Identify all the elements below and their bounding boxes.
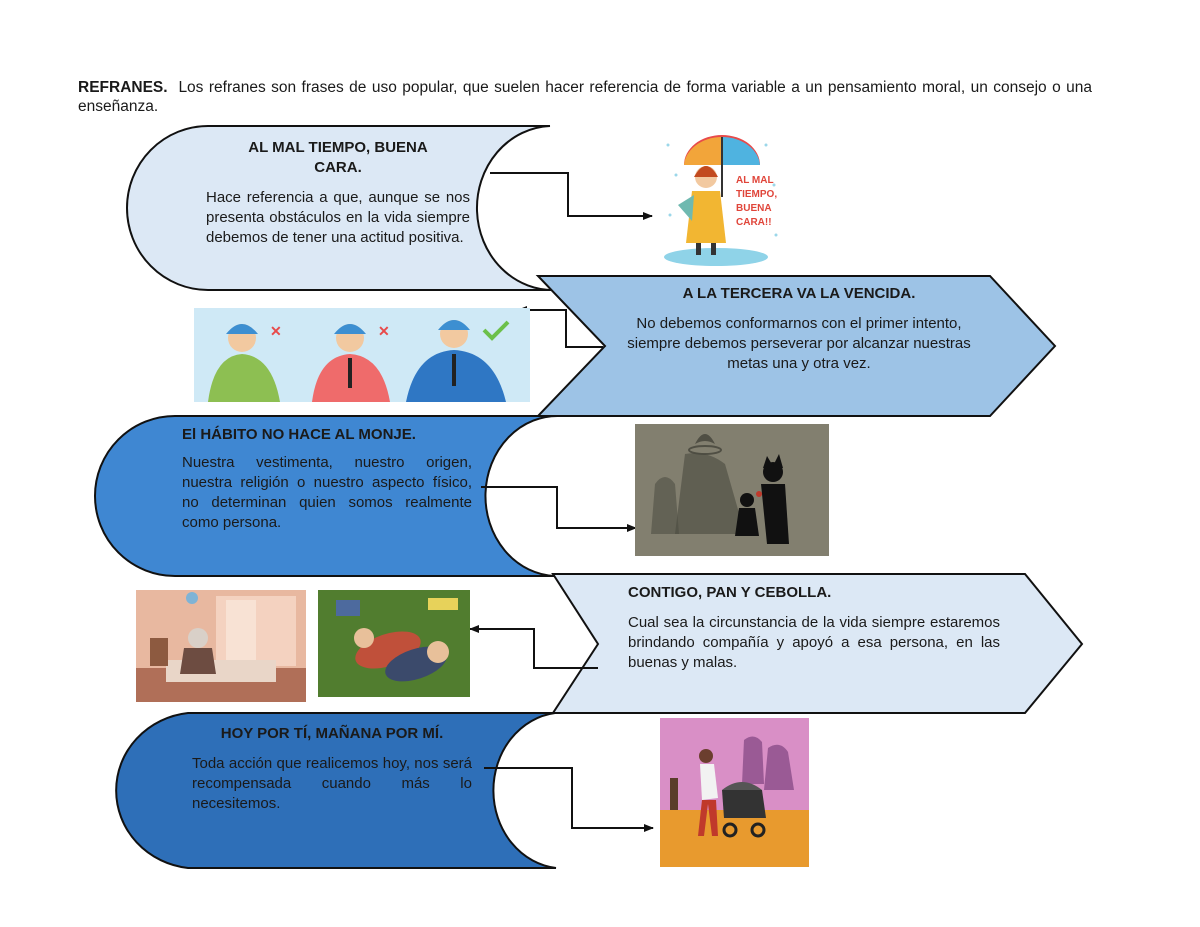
svg-text:TIEMPO,: TIEMPO, [736, 189, 777, 200]
refran-5-shape [115, 712, 557, 869]
refran-3-shape [94, 414, 561, 577]
connector-2 [517, 306, 603, 348]
intro-lead: REFRANES. [78, 79, 168, 96]
refran-5-text: HOY POR TÍ, MAÑANA POR MÍ. Toda acción q… [192, 724, 472, 814]
connector-3 [481, 486, 637, 532]
connector-4 [469, 625, 598, 669]
svg-text:CARA!!: CARA!! [736, 217, 772, 228]
refran-1-title: AL MAL TIEMPO, BUENA CARA. [248, 139, 428, 176]
svg-text:BUENA: BUENA [736, 203, 772, 214]
three-attempts-image: ✕ ✕ [194, 308, 530, 402]
refran-4-shape [551, 573, 1084, 714]
connector-5 [484, 767, 654, 832]
refran-1-text: AL MAL TIEMPO, BUENA CARA. Hace referenc… [206, 138, 470, 248]
refran-4-desc: Cual sea la circunstancia de la vida sie… [628, 614, 1000, 671]
refran-2-text: A LA TERCERA VA LA VENCIDA. No debemos c… [625, 284, 973, 374]
shadow-angel-devil-image [635, 424, 829, 556]
refran-5-title: HOY POR TÍ, MAÑANA POR MÍ. [220, 725, 444, 742]
refran-4-title: CONTIGO, PAN Y CEBOLLA. [628, 584, 832, 601]
refran-1-desc: Hace referencia a que, aunque se nos pre… [206, 189, 470, 246]
svg-text:✕: ✕ [378, 323, 390, 339]
mother-stroller-image [660, 718, 809, 867]
refran-3-desc: Nuestra vestimenta, nuestro origen, nues… [182, 454, 472, 531]
couple-grass-image [318, 590, 470, 697]
girl-umbrella-caption: AL MAL TIEMPO, BUENA CARA!! [736, 175, 777, 228]
elderly-couple-room-image [136, 590, 306, 702]
girl-umbrella-image: AL MAL TIEMPO, BUENA CARA!! [656, 125, 784, 270]
intro-paragraph: REFRANES. Los refranes son frases de uso… [78, 78, 1092, 116]
refran-4-text: CONTIGO, PAN Y CEBOLLA. Cual sea la circ… [628, 583, 1000, 673]
refran-1-shape [126, 125, 557, 292]
refran-5-desc: Toda acción que realicemos hoy, nos será… [192, 755, 472, 812]
refran-2-shape [535, 275, 1057, 417]
refran-3-title: El HÁBITO NO HACE AL MONJE. [182, 426, 416, 443]
refran-3-text: El HÁBITO NO HACE AL MONJE. Nuestra vest… [182, 425, 472, 533]
svg-text:✕: ✕ [270, 323, 282, 339]
intro-text: Los refranes son frases de uso popular, … [78, 79, 1092, 115]
refran-2-desc: No debemos conformarnos con el primer in… [627, 315, 971, 372]
svg-text:AL MAL: AL MAL [736, 175, 774, 186]
connector-1 [490, 172, 653, 220]
refran-2-title: A LA TERCERA VA LA VENCIDA. [682, 285, 916, 302]
